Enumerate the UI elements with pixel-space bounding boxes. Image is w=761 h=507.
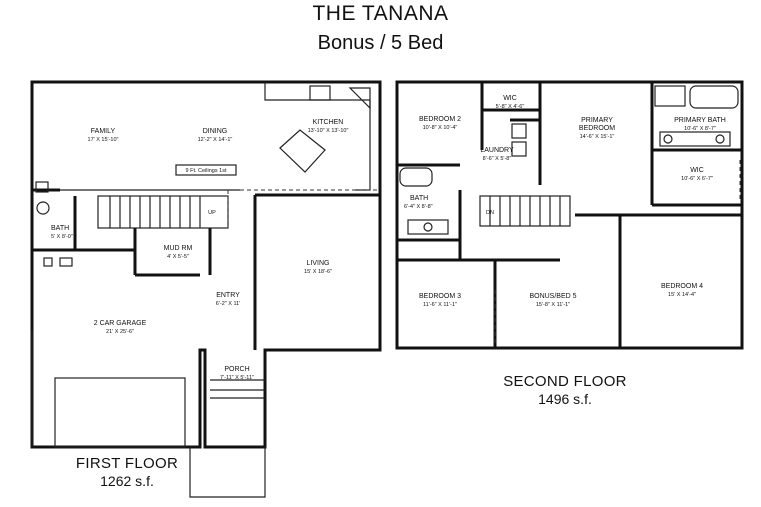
room-mudrm-dims: 4' X 5'-5" [167,254,189,260]
room-bedroom2-name: BEDROOM 2 [419,116,461,123]
room-entry-dims: 6'-2" X 11' [216,301,240,307]
stair-up-label: UP [208,210,216,216]
room-laundry-name: LAUNDRY [480,147,514,154]
first-floor-caption: FIRST FLOOR 1262 s.f. [62,455,192,489]
second-floor-sqft: 1496 s.f. [538,391,592,407]
room-garage-name: 2 CAR GARAGE [94,320,147,327]
room-dining-dims: 12'-2" X 14'-1" [198,137,233,143]
room-living-dims: 15' X 18'-6" [304,269,332,275]
second-floor-labels: BEDROOM 2 10'-8" X 10'-4" WIC 5'-8" X 4'… [404,95,726,308]
first-floor-plan [30,80,382,498]
room-kitchen-name: KITCHEN [313,119,344,126]
room-dining-name: DINING [203,128,228,135]
first-floor-labels: FAMILY 17' X 15'-10" DINING 12'-2" X 14'… [51,119,348,381]
ceiling-note: 9 Ft. Ceilings 1st [186,168,227,174]
room-bath2-name: BATH [410,195,428,202]
room-primary-sub: BEDROOM [579,125,615,132]
room-wic-upper-name: WIC [503,95,517,102]
room-bedroom2-dims: 10'-8" X 10'-4" [423,125,458,131]
room-bonus-dims: 15'-8" X 11'-1" [536,302,570,308]
room-laundry-dims: 8'-6" X 5'-8" [483,156,512,162]
room-primary-name: PRIMARY [581,117,613,124]
room-mudrm-name: MUD RM [164,245,193,252]
second-floor-label: SECOND FLOOR [503,373,627,390]
room-primary-bath-dims: 10'-6" X 8'-7" [684,126,716,132]
room-wic-primary-name: WIC [690,167,704,174]
room-bath2-dims: 6'-4" X 8'-8" [404,204,433,210]
plan-subtitle: Bonus / 5 Bed [317,32,444,54]
room-bath-dims: 5' X 8'-0" [51,234,73,240]
second-floor-caption: SECOND FLOOR 1496 s.f. [490,373,640,407]
room-bath-name: BATH [51,225,69,232]
room-bedroom4-dims: 15' X 14'-4" [668,292,696,298]
room-bedroom3-dims: 11'-6" X 11'-1" [423,302,457,308]
stair-dn-label: DN [486,210,494,216]
room-entry-name: ENTRY [216,292,240,299]
room-wic-primary-dims: 10'-6" X 6'-7" [681,176,713,182]
room-primary-bath-name: PRIMARY BATH [674,117,726,124]
room-bedroom3-name: BEDROOM 3 [419,293,461,300]
first-floor-label: FIRST FLOOR [75,455,179,472]
room-bonus-name: BONUS/BED 5 [529,293,576,300]
room-family-dims: 17' X 15'-10" [88,137,119,143]
room-kitchen-dims: 13'-10" X 13'-10" [308,128,349,134]
room-living-name: LIVING [307,260,330,267]
room-porch-name: PORCH [224,366,249,373]
room-bedroom4-name: BEDROOM 4 [661,283,703,290]
plan-title: THE TANANA [312,2,449,25]
room-primary-dims: 14'-6" X 15'-1" [580,134,615,140]
room-porch-dims: 7'-11" X 5'-11" [220,375,254,381]
room-family-name: FAMILY [91,128,116,135]
room-garage-dims: 21' X 25'-6" [106,329,134,335]
room-wic-upper-dims: 5'-8" X 4'-6" [496,104,525,110]
second-floor-plan [395,80,744,350]
first-floor-sqft: 1262 s.f. [100,473,154,489]
